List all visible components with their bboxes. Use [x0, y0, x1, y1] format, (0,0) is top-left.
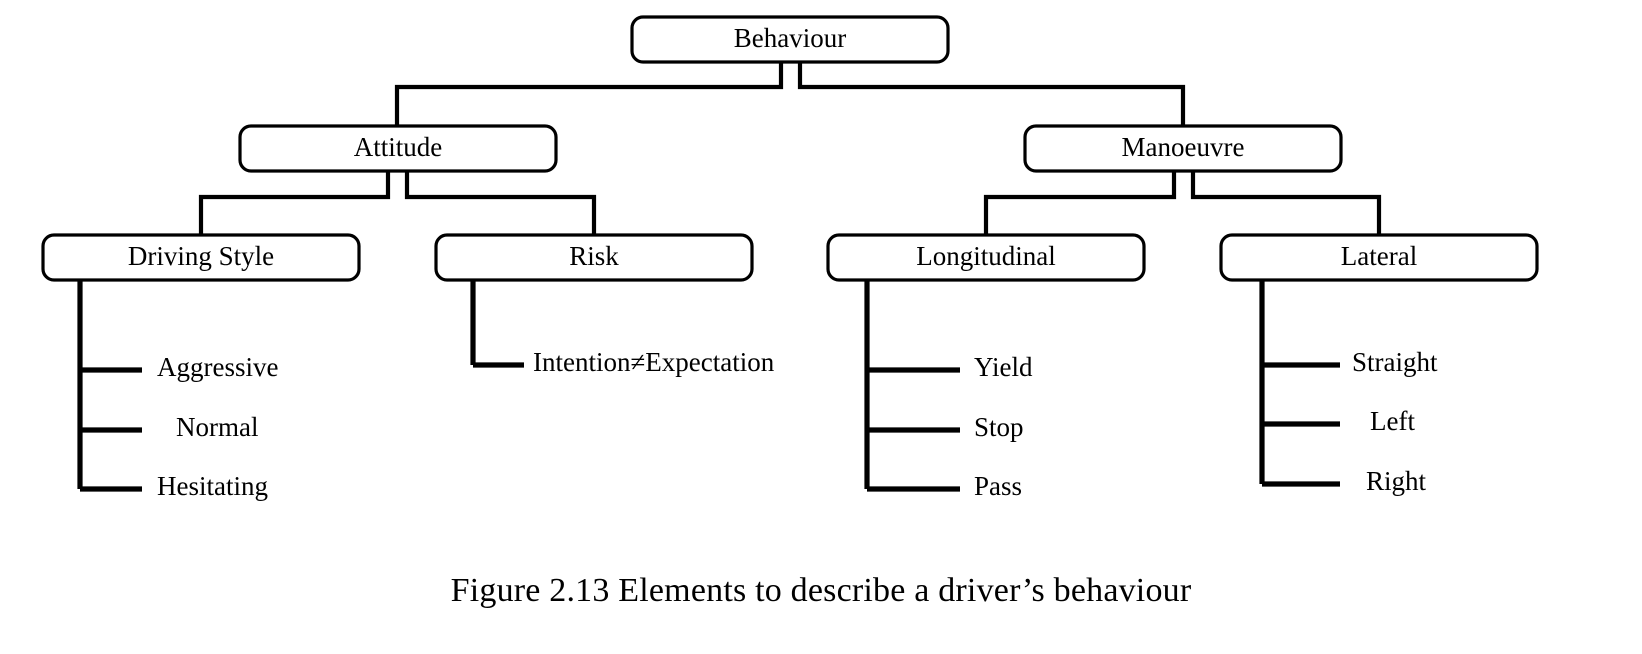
node-lateral-box: [1219, 233, 1539, 282]
node-manoeuvre-box: [1023, 124, 1343, 173]
leaf-label-straight: Straight: [1352, 347, 1438, 377]
node-lateral-label: Lateral: [1341, 241, 1417, 271]
node-longitudinal-box: [826, 233, 1146, 282]
node-risk[interactable]: Risk: [434, 233, 754, 282]
node-driving-style[interactable]: Driving Style: [41, 233, 361, 282]
node-attitude-box: [238, 124, 558, 173]
edge-behaviour-attitude: [394, 62, 784, 126]
node-longitudinal-label: Longitudinal: [916, 241, 1055, 271]
edge-attitude-driving-style: [198, 170, 391, 235]
node-manoeuvre-label: Manoeuvre: [1122, 132, 1245, 162]
leaf-label-stop: Stop: [974, 412, 1024, 442]
leaf-label-pass: Pass: [974, 471, 1022, 501]
node-behaviour-label: Behaviour: [734, 23, 846, 53]
edge-manoeuvre-lateral: [1190, 170, 1382, 235]
node-driving-style-label: Driving Style: [128, 241, 274, 271]
leaf-label-aggressive: Aggressive: [157, 352, 278, 382]
leaf-label-intention-expectation: Intention≠Expectation: [533, 347, 775, 377]
figure-caption: Figure 2.13 Elements to describe a drive…: [450, 572, 1192, 609]
node-longitudinal[interactable]: Longitudinal: [826, 233, 1146, 282]
edge-behaviour-manoeuvre: [797, 62, 1186, 126]
node-lateral[interactable]: Lateral: [1219, 233, 1539, 282]
node-behaviour[interactable]: Behaviour: [630, 15, 950, 64]
node-attitude[interactable]: Attitude: [238, 124, 558, 173]
node-risk-label: Risk: [569, 241, 619, 271]
node-driving-style-box: [41, 233, 361, 282]
edge-manoeuvre-longitudinal: [983, 170, 1177, 235]
edge-attitude-risk: [404, 170, 597, 235]
node-risk-box: [434, 233, 754, 282]
node-behaviour-box: [630, 15, 950, 64]
leaf-label-yield: Yield: [974, 352, 1033, 382]
leaf-label-normal: Normal: [176, 412, 258, 442]
node-attitude-label: Attitude: [354, 132, 443, 162]
leaf-label-right: Right: [1366, 466, 1427, 496]
leaf-label-hesitating: Hesitating: [157, 471, 268, 501]
node-manoeuvre[interactable]: Manoeuvre: [1023, 124, 1343, 173]
leaf-label-left: Left: [1370, 406, 1415, 436]
